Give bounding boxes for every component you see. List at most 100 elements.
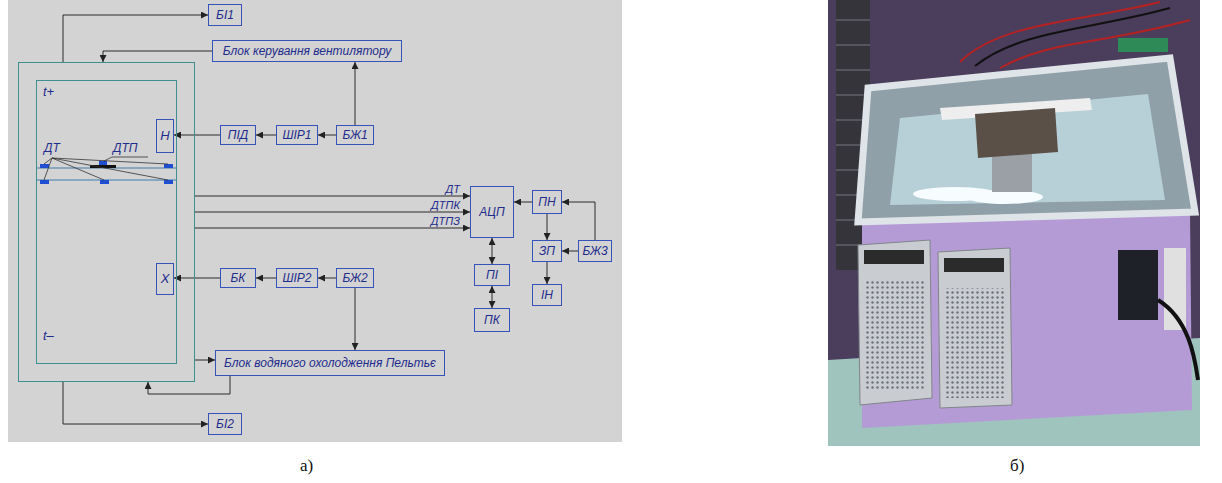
leader-line (52, 158, 104, 180)
signal-line (256, 278, 276, 279)
signal-line (514, 202, 532, 203)
driver-box: БК (220, 268, 256, 288)
signal-line (174, 278, 220, 279)
photo-controller (1118, 250, 1158, 320)
converter-box: ПН (532, 190, 562, 214)
sensor-mark (99, 161, 107, 165)
photo-chamber-inside (890, 94, 1165, 205)
node-text: БІ1 (216, 8, 234, 22)
fan-control-box: Блок керування вентилятору (212, 40, 402, 62)
photo-lid-frame (858, 58, 1195, 222)
photo-terminals (944, 258, 1004, 272)
sensor-leaders (44, 157, 168, 180)
photo-power-supply (938, 248, 1012, 408)
water-cooling-box: Блок водяного охолодження Пельтьє (215, 350, 445, 376)
photo-vent-holes (946, 288, 1004, 398)
signal-line (492, 238, 493, 264)
node-text: БЖ1 (342, 128, 367, 142)
signal-line (318, 278, 336, 279)
node-text: БЖ3 (582, 244, 607, 258)
pwm-box: ШІР2 (276, 268, 318, 288)
signal-line (103, 51, 212, 62)
signal-label: ДТПЗ (431, 215, 460, 227)
leader-line (112, 157, 148, 158)
power-unit-box: БЖ3 (578, 240, 612, 262)
signal-line (355, 62, 356, 125)
sensor-mark (164, 164, 173, 168)
node-text: ІН (541, 288, 553, 302)
signal-line (562, 251, 578, 252)
power-supply-box: БІ1 (208, 4, 242, 26)
indicator-box: ІН (532, 284, 562, 306)
signal-line (63, 15, 208, 62)
signal-line (318, 135, 336, 136)
node-text: БЖ2 (342, 271, 367, 285)
node-text: ПІД (228, 128, 248, 142)
photo-lamp (967, 190, 1043, 204)
sensor-mark (40, 180, 49, 184)
sensor-mark (100, 180, 109, 184)
photo-terminal-block (1118, 38, 1168, 52)
node-text: ШІР1 (282, 128, 311, 142)
signal-line (63, 382, 208, 424)
adc-box: АЦП (470, 186, 514, 238)
signal-line (195, 360, 215, 361)
computer-box: ПК (474, 308, 510, 332)
charger-box: ЗП (532, 240, 562, 262)
signal-line (174, 135, 220, 136)
node-text: ШІР2 (282, 271, 311, 285)
signal-line (547, 214, 548, 240)
leader-line (52, 158, 168, 164)
sensor-mark (40, 164, 49, 168)
heater-box: Н (156, 119, 174, 153)
photo-sample-plate (975, 108, 1058, 158)
signal-line (148, 376, 230, 394)
diagram-panel (8, 0, 622, 442)
signal-line (195, 196, 470, 197)
photo-terminals (864, 250, 924, 264)
node-text: АЦП (479, 205, 504, 219)
node-text: Блок водяного охолодження Пельтьє (224, 356, 436, 370)
sensor-mark (164, 180, 173, 184)
photo-wire (1000, 20, 1190, 68)
signal-label: ДТ (446, 183, 460, 195)
signal-line (492, 286, 493, 308)
leader-line (52, 158, 168, 180)
signal-line (547, 262, 548, 284)
sensor-label: ДТ (44, 141, 60, 155)
signal-line (355, 288, 356, 350)
power-unit-box: БЖ2 (336, 268, 374, 288)
figure-caption-letter: б) (1010, 456, 1024, 476)
node-text: ПІ (486, 268, 498, 282)
signal-line (256, 135, 276, 136)
sensor-label: ДТП (113, 141, 137, 155)
signal-label: ДТПК (431, 199, 460, 211)
node-text: БК (231, 271, 246, 285)
interface-box: ПІ (474, 264, 510, 286)
climate-chamber: t+t–НХ (18, 62, 195, 382)
node-text: Х (161, 272, 170, 286)
signal-line (195, 212, 470, 213)
node-text: ПК (484, 313, 500, 327)
node-text: БІ2 (216, 417, 234, 431)
photo-wire (975, 8, 1170, 66)
photo-background (828, 0, 1200, 446)
node-text: Н (160, 129, 169, 143)
figure-caption-letter: а) (300, 456, 313, 476)
pwm-box: ШІР1 (276, 125, 318, 145)
node-text: t– (43, 329, 54, 343)
leader-line (44, 158, 52, 180)
node-text: Блок керування вентилятору (223, 44, 391, 58)
node-text: ПН (538, 195, 555, 209)
photo-power-supply (858, 240, 932, 405)
signal-line (195, 228, 470, 229)
cooler-box: Х (156, 263, 174, 295)
photo-glass-lid (858, 58, 1195, 222)
signal-line (562, 202, 595, 240)
leader-line (104, 157, 112, 161)
photo-cable (1158, 300, 1198, 380)
